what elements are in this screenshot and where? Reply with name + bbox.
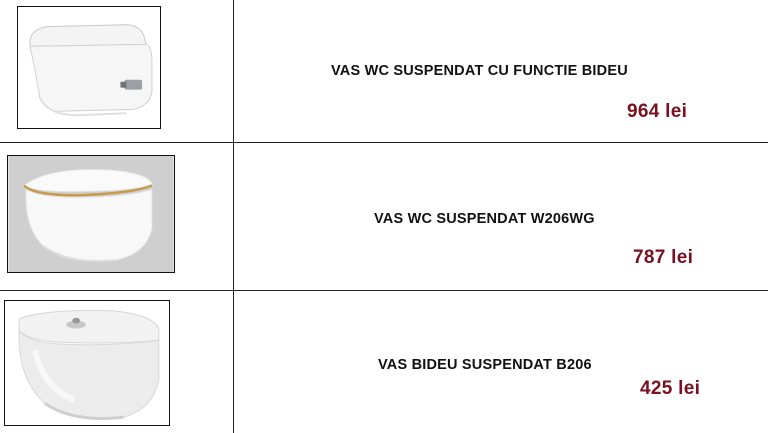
row-divider [0, 142, 768, 143]
product-image-wc-bidet [17, 6, 161, 129]
product-price: 787 lei [633, 247, 694, 268]
product-image-wc-w206wg [7, 155, 175, 273]
product-name: VAS WC SUSPENDAT CU FUNCTIE BIDEU [331, 63, 628, 79]
product-name: VAS BIDEU SUSPENDAT B206 [378, 357, 592, 373]
product-price: 964 lei [627, 101, 688, 122]
product-image-bidet-b206 [4, 300, 170, 426]
product-name: VAS WC SUSPENDAT W206WG [374, 211, 595, 227]
wall-hung-bidet-icon [5, 301, 169, 425]
wall-hung-toilet-gold-rim-icon [8, 156, 174, 272]
row-divider [0, 290, 768, 291]
column-divider [233, 0, 234, 433]
wall-hung-toilet-bidet-function-icon [18, 7, 160, 128]
product-price: 425 lei [640, 378, 701, 399]
